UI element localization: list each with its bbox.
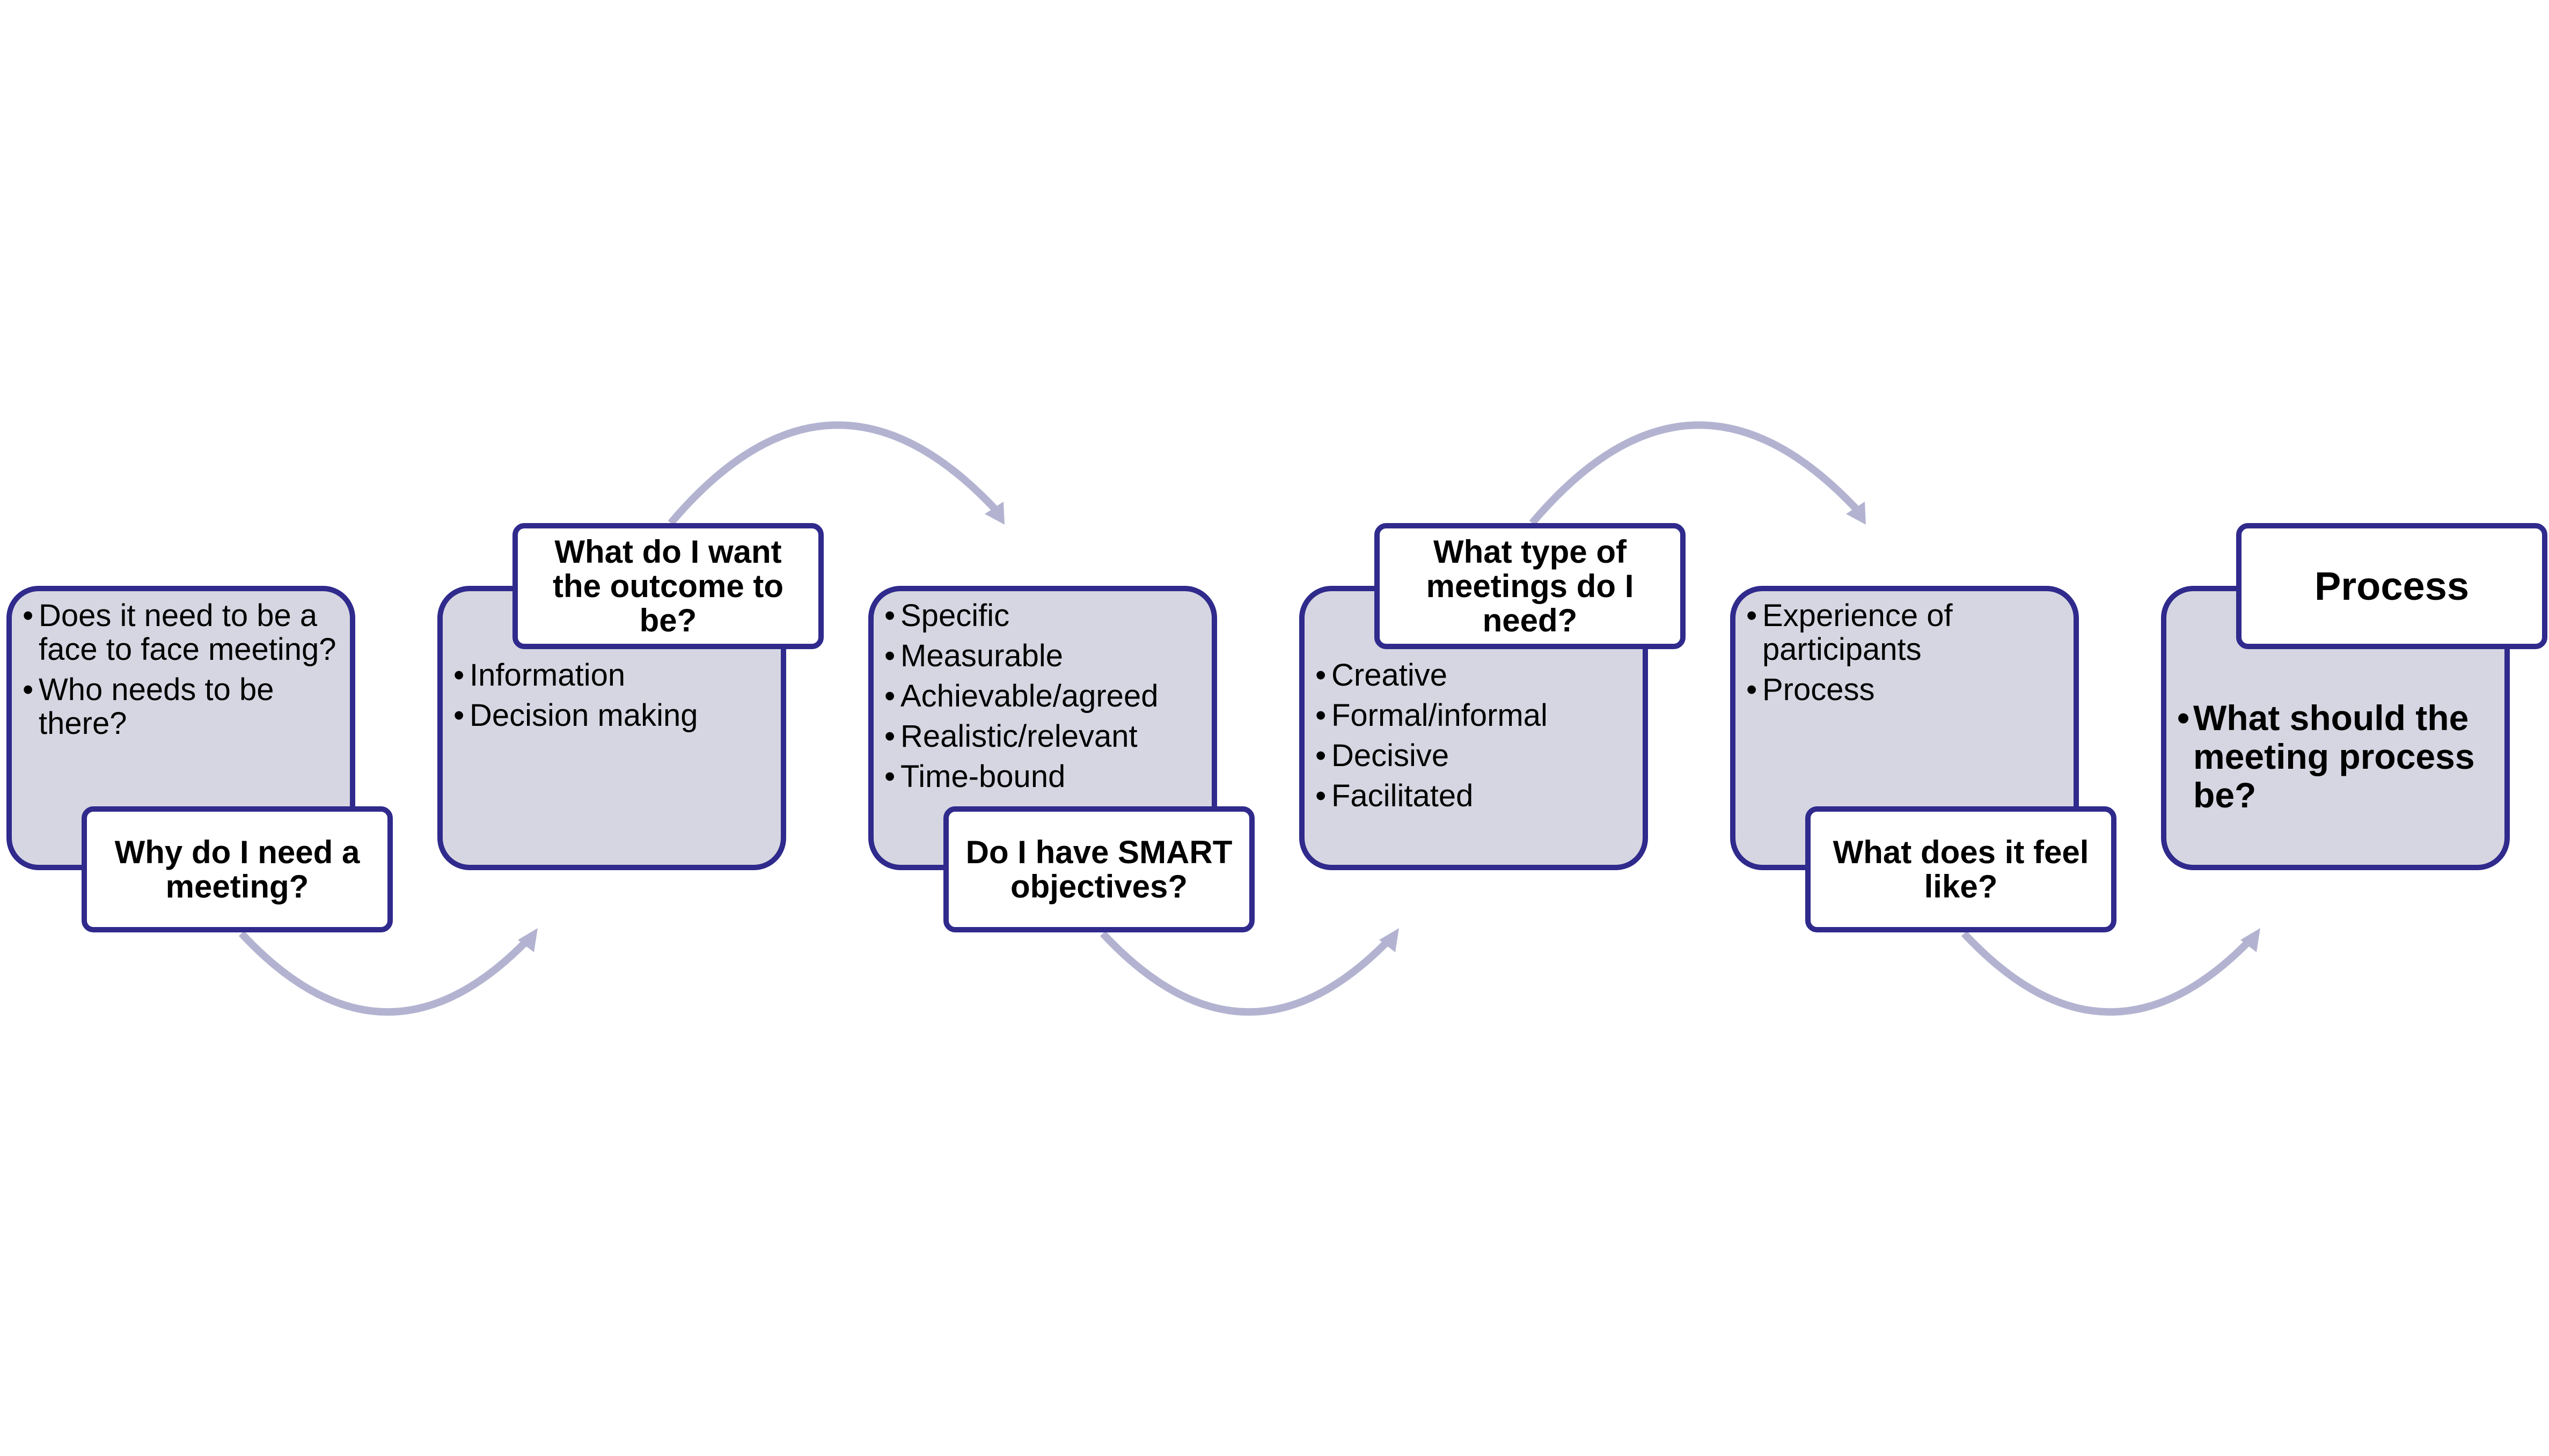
step-2-label: What do I want the outcome to be? bbox=[512, 523, 824, 649]
step-5-label: What does it feel like? bbox=[1805, 806, 2116, 932]
arrow-step2-to-step3 bbox=[668, 421, 1001, 526]
arrow-step5-to-step6 bbox=[1961, 931, 2257, 1016]
step-3-bullet-2: Measurable bbox=[884, 639, 1203, 673]
arrowhead-step2-to-step3 bbox=[985, 502, 1005, 525]
step-4-bullet-3: Decisive bbox=[1315, 739, 1634, 773]
arrowhead-step3-to-step4 bbox=[1379, 928, 1399, 952]
arrowhead-step1-to-step2 bbox=[518, 928, 538, 952]
step-3-bullet-4: Realistic/relevant bbox=[884, 719, 1203, 753]
step-4-bullet-4: Facilitated bbox=[1315, 779, 1634, 813]
arrow-step1-to-step2 bbox=[238, 931, 534, 1016]
arrowhead-step4-to-step5 bbox=[1846, 502, 1866, 525]
step-6-bullets: What should the meeting process be? bbox=[2177, 698, 2496, 821]
step-4-bullets: Creative Formal/informal Decisive Facili… bbox=[1315, 658, 1634, 819]
step-5-bullet-1: Experience of participants bbox=[1746, 599, 2065, 666]
step-6-bullet-1: What should the meeting process be? bbox=[2177, 698, 2496, 814]
step-3-bullet-3: Achievable/agreed bbox=[884, 679, 1203, 713]
step-1-bullets: Does it need to be a face to face meetin… bbox=[23, 599, 341, 747]
step-1-bullet-2: Who needs to be there? bbox=[23, 673, 341, 740]
step-2-bullet-1: Information bbox=[453, 658, 772, 692]
step-4-bullet-2: Formal/informal bbox=[1315, 698, 1634, 732]
arrowhead-step5-to-step6 bbox=[2240, 928, 2260, 952]
step-2-bullets: Information Decision making bbox=[453, 658, 772, 739]
step-1-label: Why do I need a meeting? bbox=[82, 806, 393, 932]
step-3-bullet-1: Specific bbox=[884, 599, 1203, 633]
step-2-bullet-2: Decision making bbox=[453, 698, 772, 732]
step-4-bullet-1: Creative bbox=[1315, 658, 1634, 692]
step-3-label: Do I have SMART objectives? bbox=[943, 806, 1255, 932]
step-5-bullets: Experience of participants Process bbox=[1746, 599, 2065, 713]
step-3-bullet-5: Time-bound bbox=[884, 760, 1203, 793]
step-5-bullet-2: Process bbox=[1746, 673, 2065, 707]
step-3-bullets: Specific Measurable Achievable/agreed Re… bbox=[884, 599, 1203, 800]
step-6-label: Process bbox=[2236, 523, 2547, 649]
step-1-bullet-1: Does it need to be a face to face meetin… bbox=[23, 599, 341, 666]
arrow-step3-to-step4 bbox=[1100, 931, 1396, 1016]
step-4-label: What type of meetings do I need? bbox=[1374, 523, 1686, 649]
arrow-step4-to-step5 bbox=[1529, 421, 1863, 526]
